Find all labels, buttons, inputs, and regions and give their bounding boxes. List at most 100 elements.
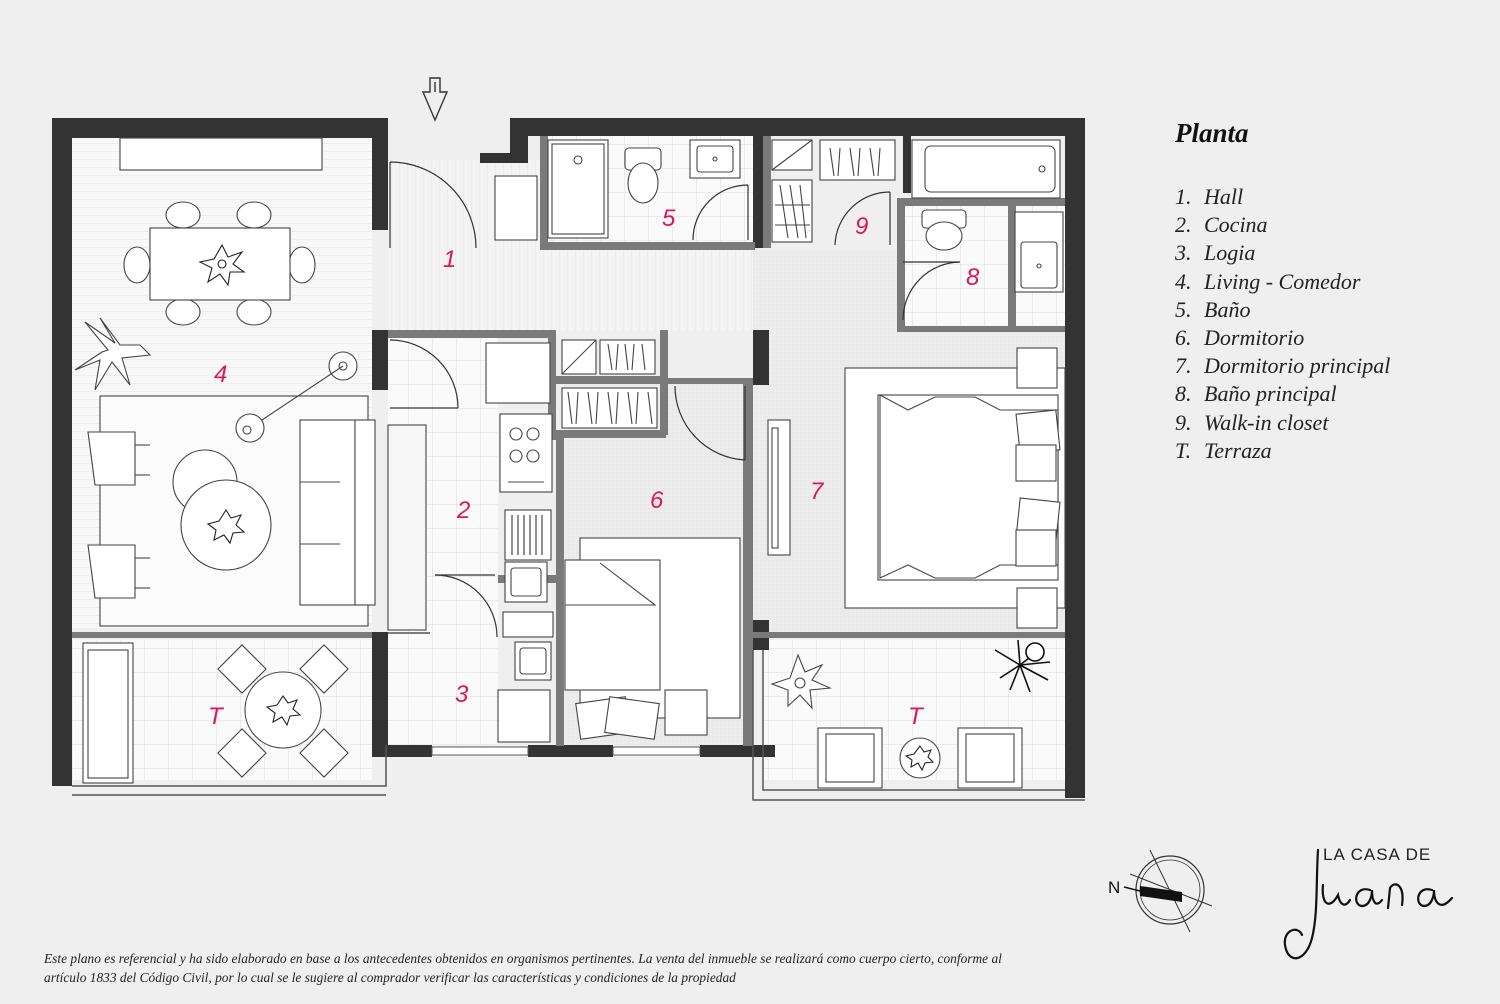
partition: [388, 330, 556, 338]
legend-number: 1.: [1175, 184, 1192, 209]
dining-set: [123, 201, 316, 326]
furniture: [74, 137, 1066, 789]
room-labels: 1 2 3 4 5 6 7 8 9 T T: [208, 205, 980, 730]
room-label-hall: 1: [443, 246, 456, 273]
sideboard: [119, 137, 323, 171]
partition: [763, 136, 771, 248]
disclaimer-text: Este plano es referencial y ha sido elab…: [44, 951, 1002, 985]
legend-item: T. Terraza: [1175, 437, 1390, 465]
partition: [753, 632, 1065, 638]
partition: [743, 380, 753, 746]
room-label-terrace-right: T: [908, 703, 925, 730]
room-label-bedroom: 6: [650, 487, 664, 514]
terrace-railings: [72, 650, 1085, 801]
legend-item: 8.Baño principal: [1175, 380, 1390, 408]
legend-item: 5. Baño: [1175, 296, 1390, 324]
entry-door[interactable]: [389, 161, 477, 249]
bedroom-door[interactable]: [674, 385, 746, 461]
legend-room-name: Hall: [1204, 184, 1244, 209]
wall: [372, 745, 432, 757]
washing-machine: [497, 689, 551, 743]
compass-icon: N: [1108, 849, 1213, 933]
legend-number: 3.: [1175, 240, 1192, 266]
railing-left: [72, 745, 387, 787]
partition: [556, 436, 564, 746]
room-label-kitchen: 2: [456, 497, 470, 524]
legend-room-name: Living - Comedor: [1204, 268, 1361, 294]
storage-shelves: [561, 339, 658, 429]
railing-right: [752, 650, 1085, 801]
room-label-bathroom: 5: [662, 205, 676, 232]
partition: [556, 430, 666, 438]
wall: [753, 330, 769, 385]
logia-door[interactable]: [434, 574, 498, 638]
partition: [668, 378, 753, 384]
room-label-walk-in-closet: 9: [855, 213, 868, 240]
brand-logo: [1283, 848, 1454, 960]
doors: [385, 161, 961, 638]
legend-item: 2. Cocina: [1175, 211, 1390, 239]
wall: [903, 118, 911, 193]
bathroom-door[interactable]: [692, 184, 749, 241]
nightstand: [1016, 587, 1058, 629]
wall: [528, 745, 613, 757]
partition: [660, 330, 668, 435]
brand-name: LA CASA DE: [1323, 845, 1432, 864]
closet-door[interactable]: [834, 191, 891, 246]
legend-number: 4.: [1175, 268, 1192, 294]
room-label-logia: 3: [455, 681, 469, 708]
legend-room-name: Logia: [1204, 240, 1256, 266]
sofa: [299, 419, 376, 606]
room-label-master-bathroom: 8: [966, 264, 980, 291]
wall: [52, 118, 72, 786]
room-label-master-bedroom: 7: [810, 478, 825, 505]
wall: [52, 118, 386, 138]
terrace-left-furniture: [82, 642, 349, 784]
wall: [372, 118, 388, 230]
partition: [897, 198, 1065, 206]
master-bath-door[interactable]: [902, 261, 961, 321]
legend-number: 5.: [1175, 296, 1192, 322]
partition: [897, 198, 905, 330]
legend-number: 8.: [1175, 381, 1192, 407]
legend-number: 7.: [1175, 353, 1192, 379]
bathroom-fixtures: [547, 139, 741, 239]
partition: [897, 326, 1065, 332]
legend-room-name: Terraza: [1204, 437, 1272, 463]
legend-number: 9.: [1175, 409, 1192, 435]
tv-unit: [767, 419, 791, 556]
armchair: [87, 544, 150, 599]
master-bed: [767, 347, 1066, 629]
legend-item: 4. Living - Comedor: [1175, 268, 1390, 296]
legend: Planta 1. Hall 2. Cocina 3. Logia 4. Living …: [1175, 118, 1390, 465]
legend-room-name: Cocina: [1204, 212, 1268, 238]
stove-icon: [499, 413, 553, 493]
wall: [372, 330, 388, 390]
legend-title: Planta: [1175, 118, 1249, 148]
legend-room-name: Baño: [1204, 296, 1251, 322]
railing-right-inner: [762, 650, 1065, 791]
nightstand: [1016, 347, 1058, 389]
partition: [540, 136, 548, 246]
kitchen-door[interactable]: [389, 339, 459, 409]
legend-item: 3. Logia: [1175, 239, 1390, 267]
legend-item: 9.Walk-in closet: [1175, 409, 1390, 437]
partition: [548, 330, 556, 440]
partition: [540, 242, 755, 250]
master-bathroom-fixtures: [911, 139, 1064, 293]
kitchen-furniture: [387, 342, 554, 743]
legend-item: 6.Dormitorio: [1175, 324, 1390, 352]
partition: [556, 376, 666, 384]
wall: [480, 153, 528, 163]
legend-number: 2.: [1175, 212, 1192, 238]
window: [612, 746, 701, 756]
legend-room-name: Dormitorio principal: [1204, 353, 1391, 379]
wall: [510, 118, 1085, 136]
room-label-living: 4: [214, 361, 227, 388]
legend-number: T.: [1175, 437, 1192, 463]
windows: [431, 746, 701, 756]
partition: [1008, 206, 1016, 326]
legend-item: 1. Hall: [1175, 183, 1390, 211]
palm-icon: [994, 639, 1051, 693]
